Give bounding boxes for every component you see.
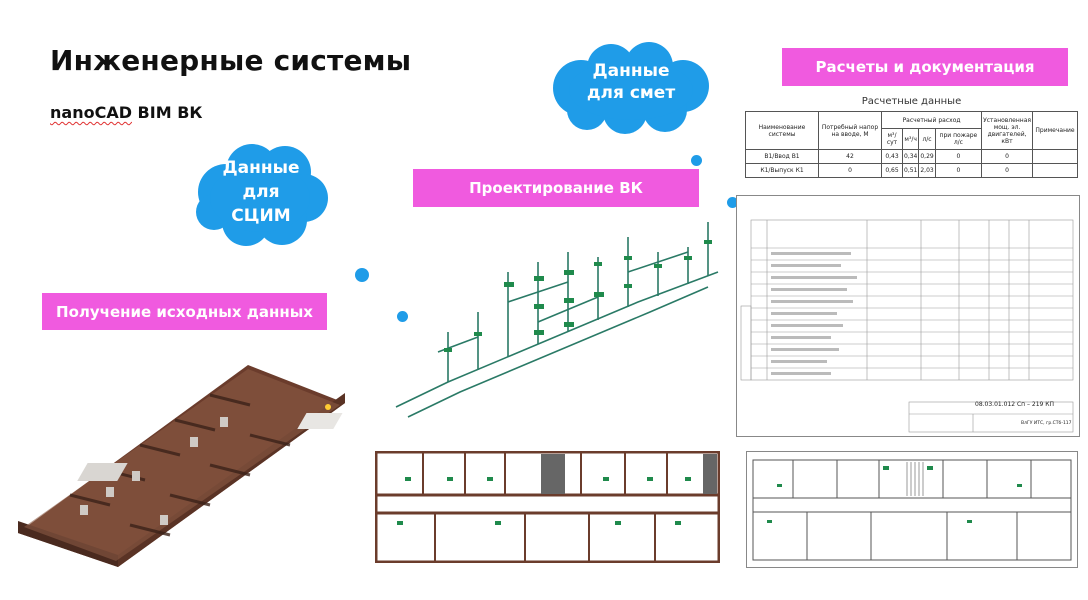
cloud-scim-line1: Данные (222, 158, 300, 178)
slide-subtitle: nanoCAD BIM ВК (50, 103, 202, 122)
col-flow: Расчетный расход (880, 111, 983, 129)
cloud-scim: Данные для СЦИМ (190, 140, 332, 250)
cloud-scim-line3: СЦИМ (231, 206, 291, 226)
cloud-scim-line2: для (242, 182, 280, 202)
cloud-shape-icon (553, 42, 709, 134)
subtitle-suffix: BIM ВК (131, 103, 203, 122)
col-fire: при пожаре л/с (934, 128, 983, 150)
table-row: К1/Выпуск К1 0 0,65 0,51 2,03 0 0 (745, 163, 1078, 178)
cloud-shape-icon (196, 144, 328, 246)
decor-dot (727, 197, 738, 208)
decor-dot (355, 268, 369, 282)
building-3d-model-image (10, 355, 350, 570)
subtitle-product: nanoCAD (50, 103, 132, 122)
col-power: Установленная мощ. эл. двигателей, кВт (981, 111, 1033, 150)
floor-plan-brown-image (374, 450, 721, 564)
table-row: В1/Ввод В1 42 0,43 0,34 0,29 0 0 (745, 149, 1078, 164)
col-m3h: м³/ч (901, 128, 920, 150)
slide-title: Инженерные системы (50, 44, 412, 77)
floor-plan-line-image (746, 451, 1078, 568)
col-note: Примечание (1032, 111, 1078, 150)
cloud-estimates-line1: Данные (592, 61, 670, 81)
decor-dot (397, 311, 408, 322)
label-calc-docs: Расчеты и документация (782, 48, 1068, 86)
spec-code: 08.03.01.012 Сп – 219 КП (975, 401, 1055, 408)
col-pressure: Потребный напор на вводе, М (818, 111, 882, 150)
cloud-estimates: Данные для смет (545, 42, 717, 134)
col-m3day: м³/сут (881, 128, 903, 150)
specification-sheet-image: 08.03.01.012 Сп – 219 КП ВлГУ ИТС, гр.СТ… (736, 195, 1080, 437)
label-initial-data: Получение исходных данных (42, 293, 327, 330)
calc-table-caption: Расчетные данные (861, 96, 962, 107)
decor-dot (691, 155, 702, 166)
label-design: Проектирование ВК (413, 169, 699, 207)
calc-data-table: Расчетные данные Наименование системы По… (745, 96, 1078, 184)
col-system: Наименование системы (745, 111, 819, 150)
col-ls: л/с (918, 128, 936, 150)
spec-org: ВлГУ ИТС, гр.СТб-117 (1021, 421, 1072, 426)
calc-table: Наименование системы Потребный напор на … (745, 111, 1078, 178)
pipe-network-isometric-image (388, 212, 723, 427)
cloud-estimates-line2: для смет (586, 83, 676, 103)
